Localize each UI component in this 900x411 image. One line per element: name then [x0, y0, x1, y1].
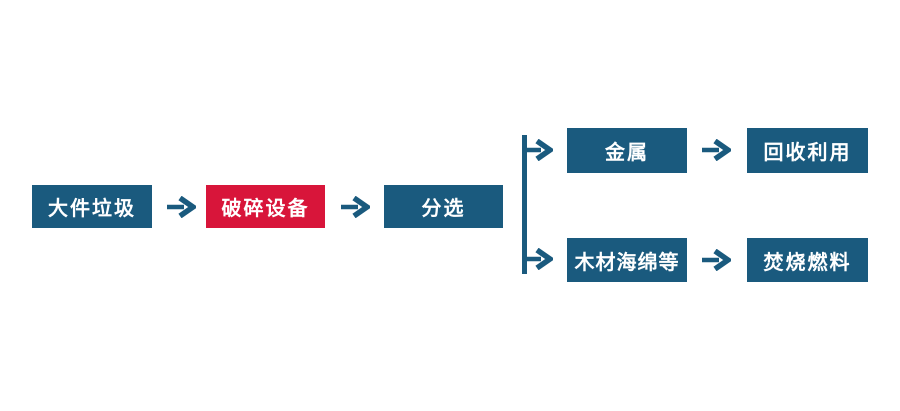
arrow-right-icon — [166, 196, 196, 218]
arrow-right-icon — [701, 249, 731, 271]
node-wood-sponge-etc: 木材海绵等 — [567, 238, 687, 282]
node-recycling: 回收利用 — [747, 128, 868, 173]
branch-line — [522, 135, 527, 274]
node-incineration-fuel: 焚烧燃料 — [747, 238, 868, 282]
branch-arrow-right-icon — [526, 139, 553, 161]
arrow-right-icon — [340, 196, 370, 218]
node-crushing-equipment: 破碎设备 — [206, 185, 325, 228]
arrow-right-icon — [701, 139, 731, 161]
node-metal: 金属 — [567, 128, 687, 173]
branch-arrow-right-icon — [526, 248, 553, 270]
node-bulky-waste: 大件垃圾 — [32, 185, 152, 228]
node-sorting: 分选 — [384, 185, 503, 228]
